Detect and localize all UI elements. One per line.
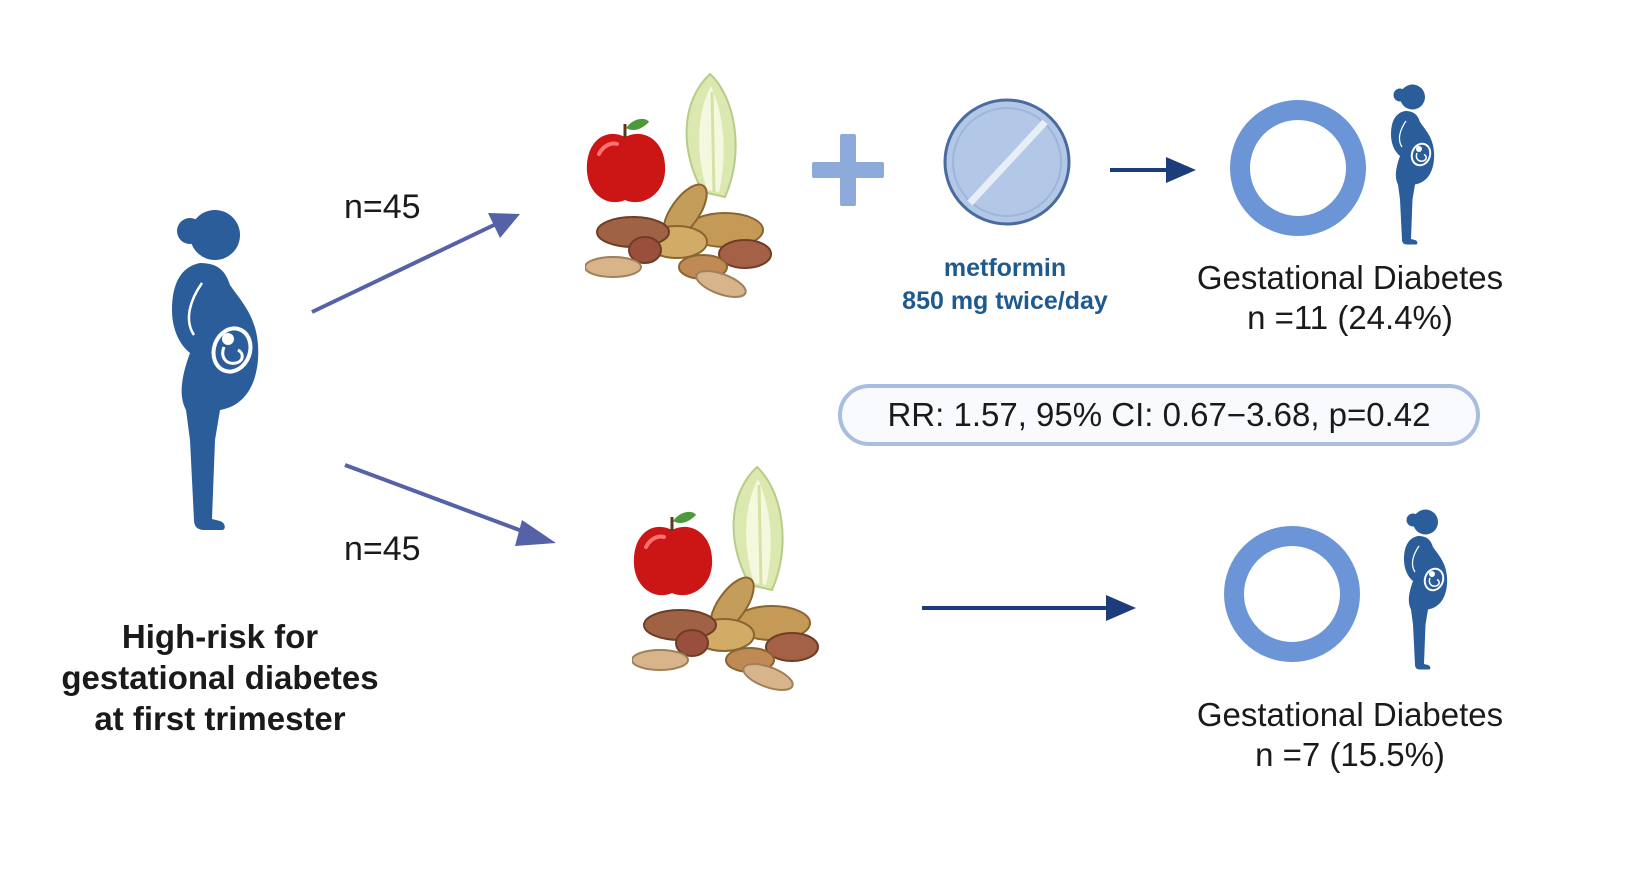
arrow-bottom-arm [344, 463, 556, 546]
outcome-bottom-title: Gestational Diabetes [1196, 696, 1504, 733]
pill-icon [943, 98, 1071, 226]
arrow-top-arm [311, 213, 520, 314]
metformin-label: metformin 850 mg twice/day [880, 252, 1130, 318]
arrow-to-outcome-bottom [922, 595, 1136, 621]
healthy-diet-icon [632, 465, 820, 695]
pregnant-woman-small-icon [1390, 83, 1436, 246]
pregnant-woman-icon [170, 208, 261, 532]
relative-risk-text: RR: 1.57, 95% CI: 0.67−3.68, p=0.42 [887, 396, 1431, 433]
pregnant-woman-small-icon [1403, 508, 1449, 671]
arrow-to-outcome-top [1110, 157, 1196, 183]
outcome-top-title: Gestational Diabetes [1196, 259, 1504, 296]
population-line-3: at first trimester [94, 700, 346, 737]
medication-name: metformin [943, 254, 1067, 282]
medication-dose: 850 mg twice/day [902, 287, 1108, 315]
top-arm-sample-size: n=45 [344, 188, 421, 226]
ring-icon [1224, 526, 1360, 662]
outcome-bottom-value: n =7 (15.5%) [1255, 736, 1445, 773]
population-line-1: High-risk for [121, 618, 319, 655]
plus-icon [812, 134, 884, 206]
outcome-bottom: Gestational Diabetes n =7 (15.5%) [1170, 695, 1530, 775]
outcome-top: Gestational Diabetes n =11 (24.4%) [1170, 258, 1530, 338]
bottom-arm-sample-size: n=45 [344, 530, 421, 568]
relative-risk-box: RR: 1.57, 95% CI: 0.67−3.68, p=0.42 [838, 384, 1480, 446]
outcome-top-value: n =11 (24.4%) [1247, 299, 1453, 336]
ring-icon [1230, 100, 1366, 236]
population-line-2: gestational diabetes [61, 659, 379, 696]
population-label: High-risk for gestational diabetes at fi… [40, 616, 400, 739]
healthy-diet-icon [585, 72, 773, 302]
